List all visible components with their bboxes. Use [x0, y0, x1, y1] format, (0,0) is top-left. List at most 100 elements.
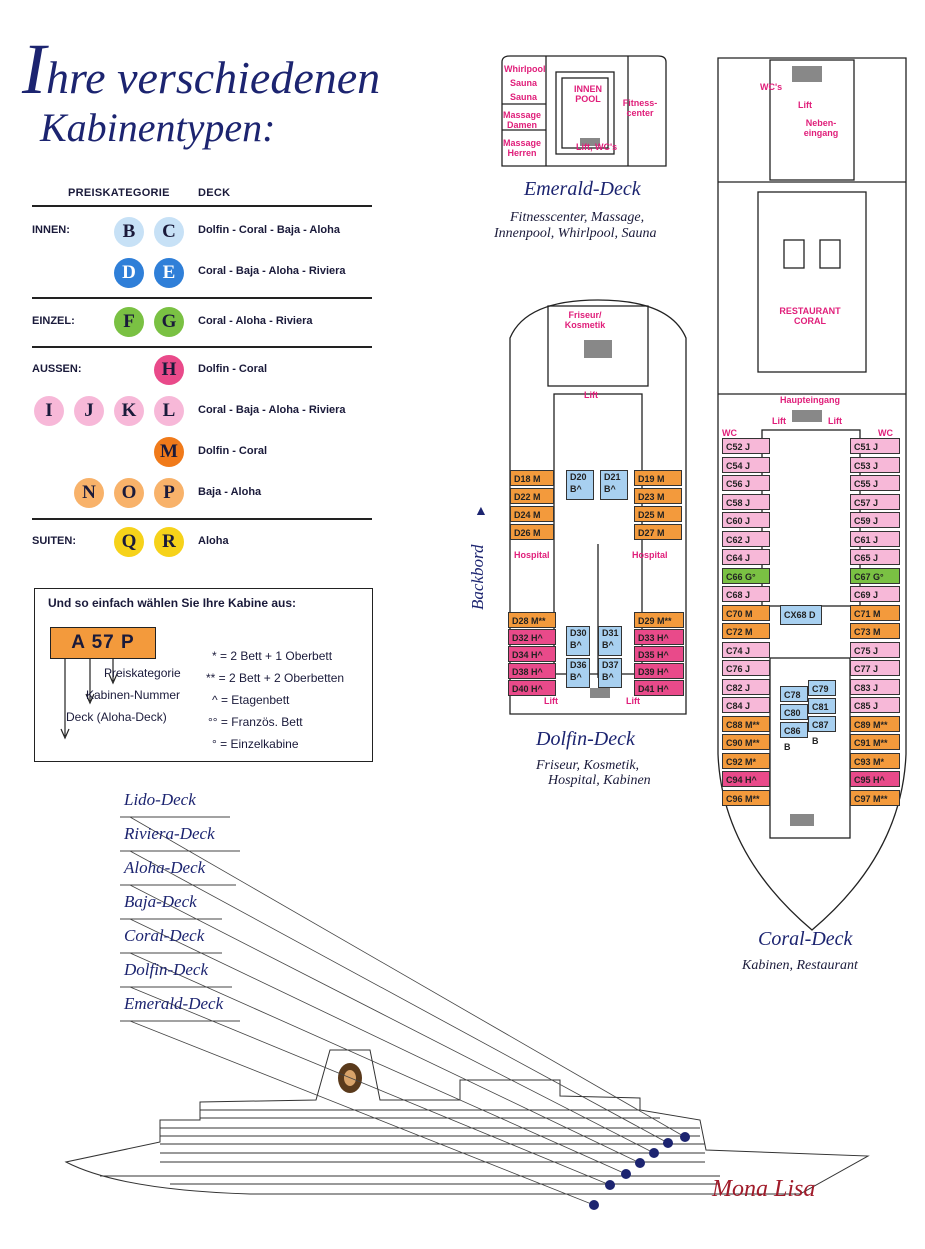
header-category: PREISKATEGORIE	[68, 187, 170, 199]
backbord-label: Backbord	[468, 544, 487, 610]
cabin: C65 J	[850, 549, 900, 565]
cabin: C75 J	[850, 641, 900, 658]
suiten-label: SUITEN:	[32, 535, 76, 547]
cabin: D18 M	[510, 470, 554, 486]
cabin: C59 J	[850, 512, 900, 528]
divider	[32, 346, 372, 348]
label-lift-wc: Lift, WC's	[576, 142, 618, 152]
deck-coral: Coral-Deck	[124, 926, 205, 945]
cabin: C87 B	[808, 716, 836, 746]
category-P: P	[154, 478, 184, 508]
cabin: D21 B^	[600, 470, 628, 500]
aussen-label: AUSSEN:	[32, 363, 82, 375]
cabin: C67 G°	[850, 567, 900, 584]
cabin: C51 J	[850, 438, 900, 454]
label-lift: Lift	[626, 696, 640, 706]
cabin: C90 M**	[722, 734, 770, 750]
cabin: D19 M	[634, 470, 682, 486]
cabin: D35 H^	[634, 646, 684, 662]
category-H: H	[154, 355, 184, 385]
label-wc: WC	[722, 428, 737, 438]
legend-category: Preiskategorie	[104, 666, 181, 680]
cabin: D34 H^	[508, 646, 556, 662]
cabin: D27 M	[634, 524, 682, 540]
deck-dolfin: Dolfin-Deck	[124, 960, 209, 979]
cabin: C81 B	[808, 698, 836, 728]
cabin: D30 B^	[566, 626, 590, 656]
cabin: D37 B^	[598, 658, 622, 688]
cabin: C69 J	[850, 586, 900, 602]
emerald-desc-2: Innenpool, Whirlpool, Sauna	[494, 226, 657, 241]
legend-title: Und so einfach wählen Sie Ihre Kabine au…	[48, 596, 297, 610]
cabin: C66 G°	[722, 567, 770, 584]
cabin: D31 B^	[598, 626, 622, 656]
label-massage-damen: Massage Damen	[502, 110, 542, 130]
cabin: D24 M	[510, 506, 554, 522]
category-E: E	[154, 258, 184, 288]
label-wcs: WC's	[760, 82, 783, 92]
deck-list: Coral - Aloha - Riviera	[198, 315, 313, 327]
deck-list: Aloha	[198, 535, 229, 547]
key-5: ° = Einzelkabine	[212, 737, 299, 751]
cabin: D40 H^	[508, 680, 556, 696]
arrow-up-icon: ▲	[474, 502, 488, 518]
emerald-deck-title: Emerald-Deck	[524, 178, 641, 200]
label-hospital: Hospital	[514, 550, 550, 560]
cabin: C86 B	[780, 722, 808, 752]
cabin: D38 H^	[508, 663, 556, 679]
category-K: K	[114, 396, 144, 426]
label-lift: Lift	[772, 416, 786, 426]
cabin: D20 B^	[566, 470, 594, 500]
cabin: C85 J	[850, 697, 900, 713]
header-deck: DECK	[198, 187, 231, 199]
cabin: C71 M	[850, 604, 900, 621]
divider	[32, 297, 372, 299]
label-lift: Lift	[584, 390, 598, 400]
deck-list: Dolfin - Coral	[198, 445, 268, 457]
cabin: D26 M	[510, 524, 554, 540]
deck-list: Dolfin - Coral	[198, 363, 268, 375]
ship-profile	[64, 816, 870, 1210]
cabin: C64 J	[722, 549, 770, 565]
emerald-desc-1: Fitnesscenter, Massage,	[510, 210, 645, 225]
label-fitnesscenter: Fitness-center	[622, 98, 658, 118]
divider	[32, 518, 372, 520]
page-title-line1: Ihre verschiedenen	[22, 29, 381, 109]
category-Q: Q	[114, 527, 144, 557]
cabin: C70 M	[722, 604, 770, 621]
cabin: C76 J	[722, 660, 770, 676]
cabin: C77 J	[850, 660, 900, 676]
cabin: C83 J	[850, 678, 900, 695]
cabin: C79 B	[808, 680, 836, 710]
label-massage-herren: Massage Herren	[502, 138, 542, 158]
cabin: C61 J	[850, 530, 900, 547]
deck-list: Coral - Baja - Aloha - Riviera	[198, 265, 346, 277]
cabin: C84 J	[722, 697, 770, 713]
label-wc: WC	[878, 428, 893, 438]
deck-emerald: Emerald-Deck	[124, 994, 224, 1013]
dolfin-desc-2: Hospital, Kabinen	[548, 773, 651, 788]
label-lift: Lift	[798, 100, 812, 110]
category-F: F	[114, 307, 144, 337]
category-J: J	[74, 396, 104, 426]
label-nebeneingang: Neben-eingang	[803, 118, 839, 138]
category-B: B	[114, 217, 144, 247]
cabin: C78 B	[780, 686, 808, 716]
cabin: C88 M**	[722, 715, 770, 732]
cabin: D28 M**	[508, 612, 556, 628]
cabin: C73 M	[850, 623, 900, 639]
divider	[32, 205, 372, 207]
einzel-label: EINZEL:	[32, 315, 75, 327]
label-sauna: Sauna	[510, 78, 538, 88]
category-D: D	[114, 258, 144, 288]
legend-deck: Deck (Aloha-Deck)	[66, 710, 167, 724]
cabin: C74 J	[722, 641, 770, 658]
cabin: C57 J	[850, 493, 900, 510]
cabin: C97 M**	[850, 789, 900, 806]
cabin: C53 J	[850, 456, 900, 473]
cabin: C60 J	[722, 512, 770, 528]
cabin: D33 H^	[634, 629, 684, 645]
key-4: °° = Französ. Bett	[208, 715, 303, 729]
deck-list: Coral - Baja - Aloha - Riviera	[198, 404, 346, 416]
cabin: D39 H^	[634, 663, 684, 679]
